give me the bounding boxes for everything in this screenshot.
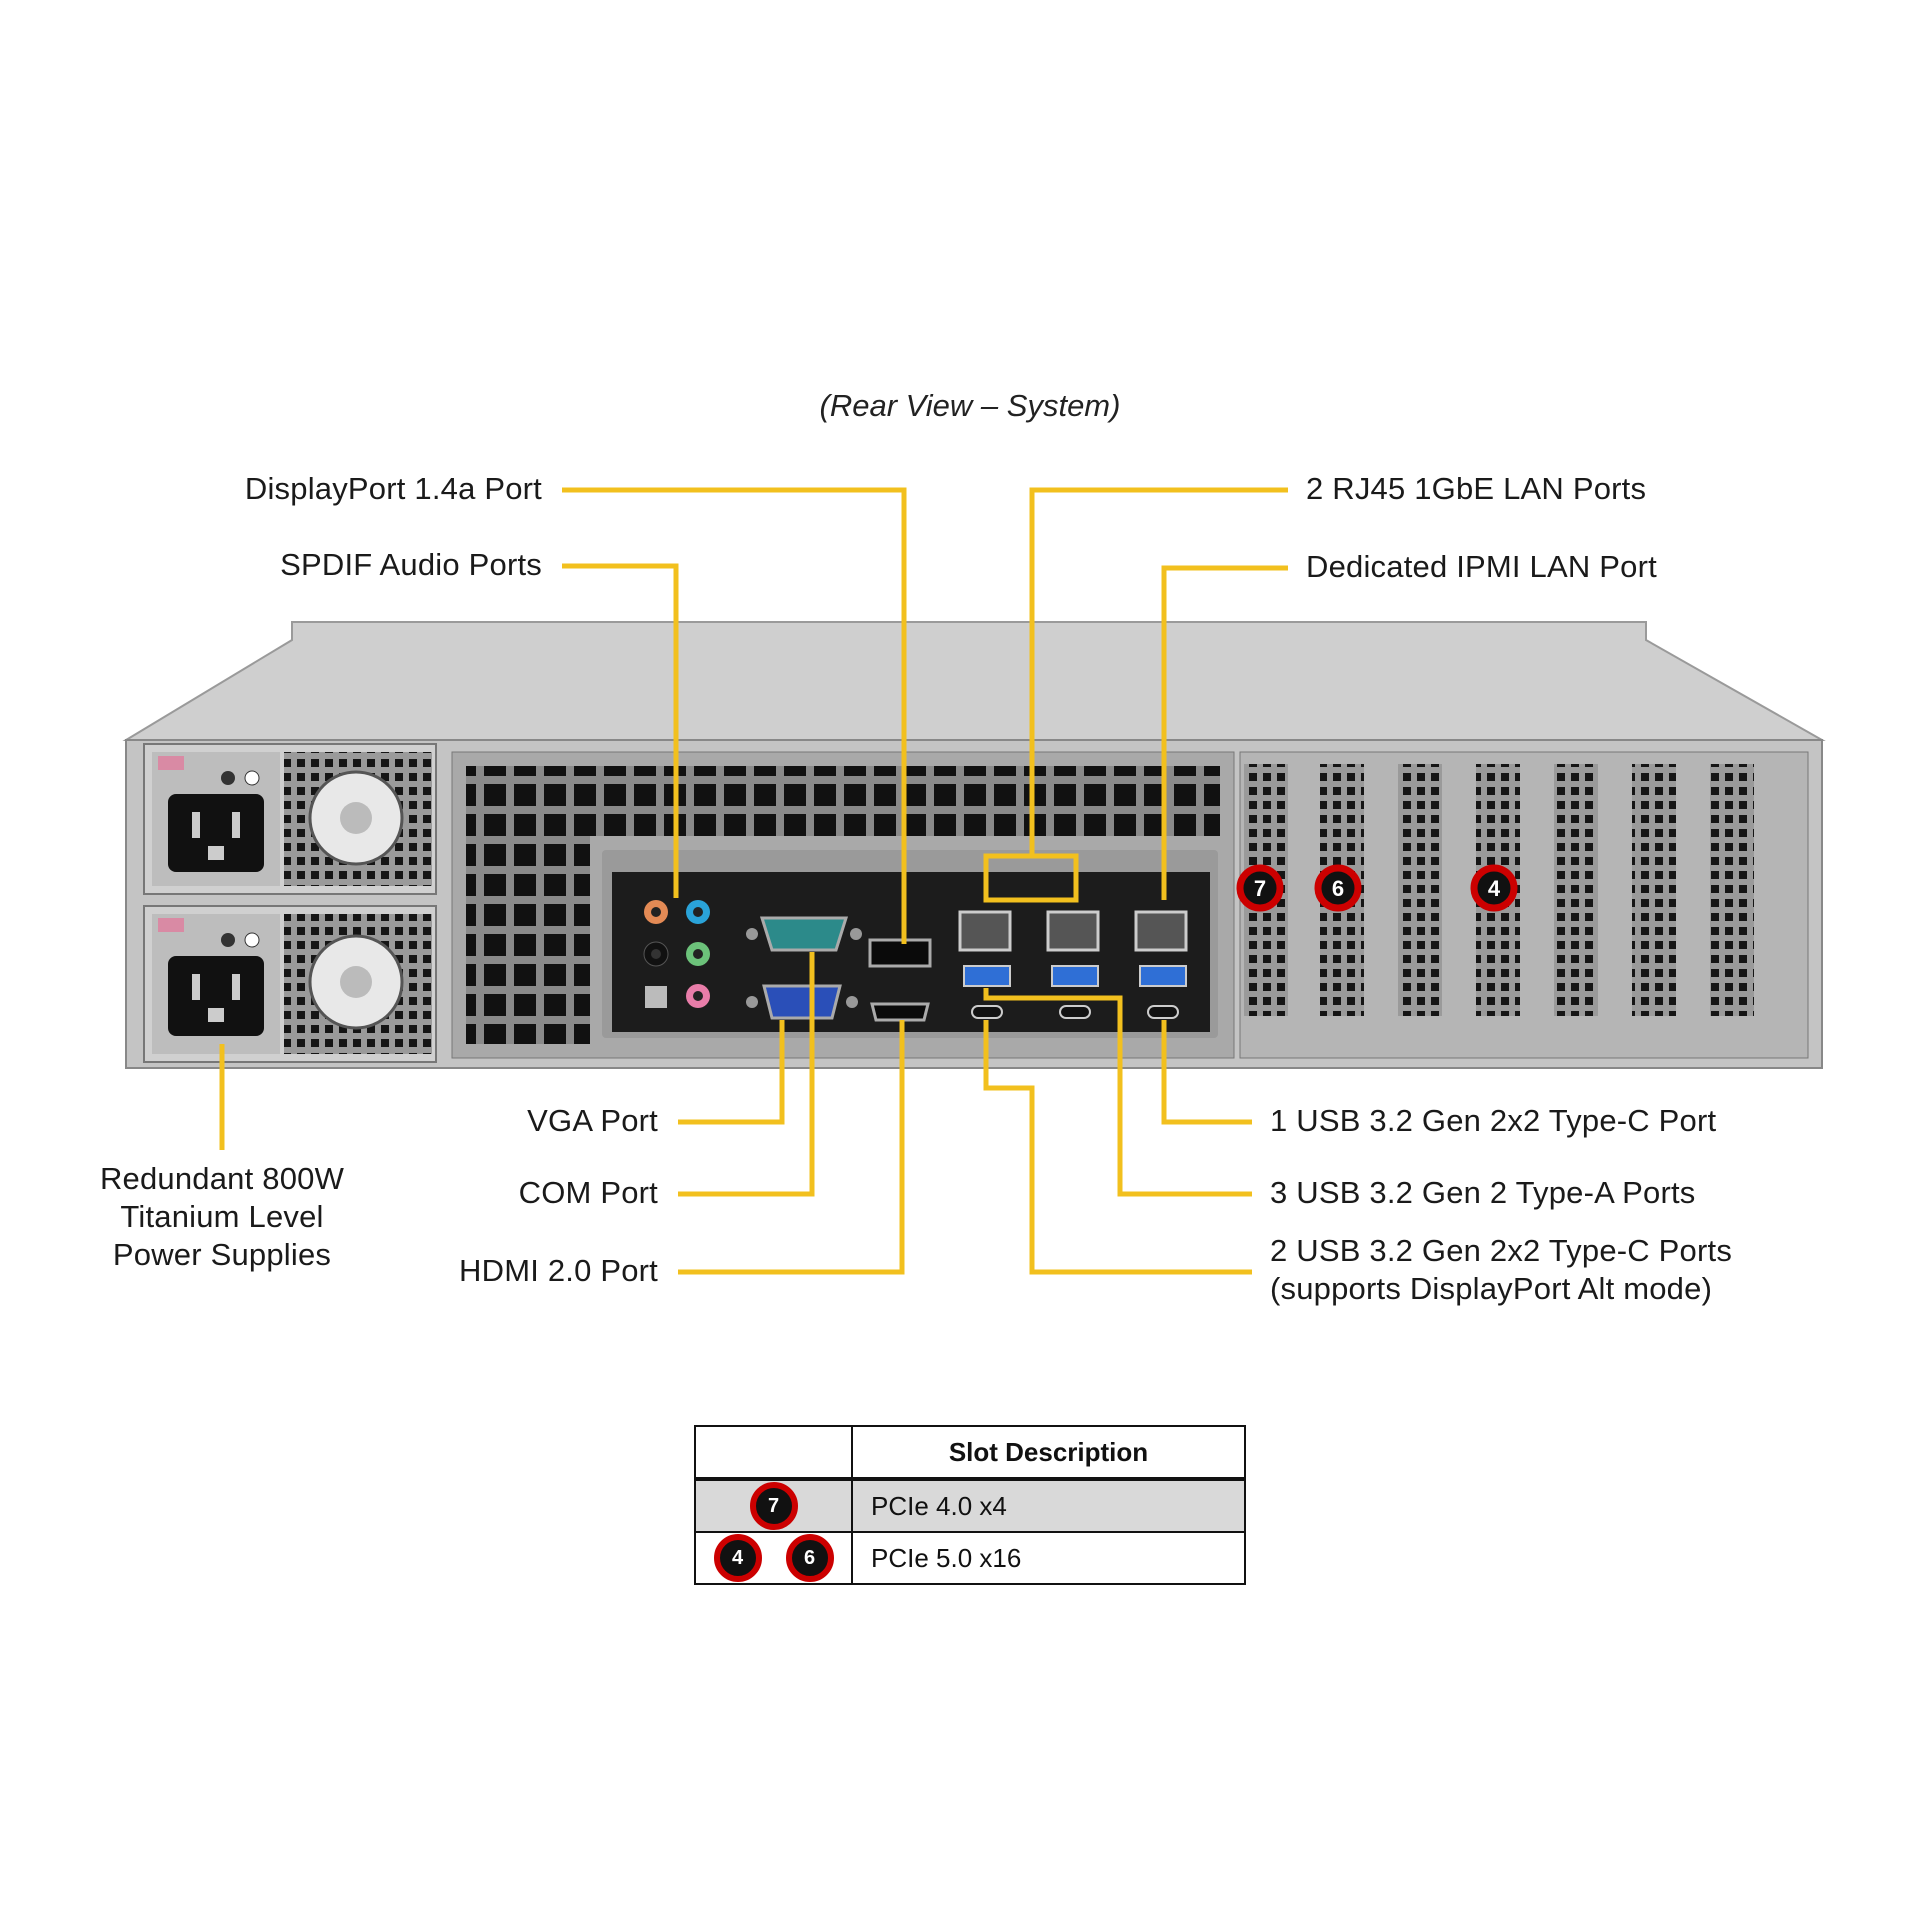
- usb-c-ports: [971, 1005, 1179, 1019]
- leader-vga: [678, 1020, 785, 1125]
- ac-inlet-icon: [168, 794, 264, 872]
- chassis-top: [122, 621, 1826, 741]
- usbc2-label-line-1: 2 USB 3.2 Gen 2x2 Type-C Ports: [1270, 1233, 1733, 1268]
- ipmi-label: Dedicated IPMI LAN Port: [1306, 549, 1657, 584]
- com-label: COM Port: [518, 1175, 658, 1210]
- psu-label-line-2: Titanium Level: [120, 1199, 324, 1234]
- displayport-label: DisplayPort 1.4a Port: [244, 471, 542, 506]
- table-row: 7 PCIe 4.0 x4: [694, 1478, 1246, 1533]
- usbc2-label: 2 USB 3.2 Gen 2x2 Type-C Ports (supports…: [1270, 1232, 1732, 1308]
- vga-label: VGA Port: [527, 1103, 658, 1138]
- leader-com: [678, 952, 815, 1197]
- hdmi-label: HDMI 2.0 Port: [459, 1253, 658, 1288]
- table-header-row: Slot Description: [694, 1425, 1246, 1481]
- leader-hdmi: [678, 1020, 905, 1275]
- table-header-slot-description: Slot Description: [851, 1425, 1246, 1481]
- slot-description: PCIe 4.0 x4: [851, 1478, 1246, 1533]
- usbc2-label-line-2: (supports DisplayPort Alt mode): [1270, 1271, 1713, 1306]
- table-header-blank: [694, 1425, 853, 1481]
- slot-badge-7: 7: [749, 1482, 798, 1530]
- slot-badges: 7: [694, 1478, 853, 1533]
- usba-label: 3 USB 3.2 Gen 2 Type-A Ports: [1270, 1175, 1696, 1210]
- rj45-label: 2 RJ45 1GbE LAN Ports: [1306, 471, 1647, 506]
- slot-badge-6: 6: [785, 1534, 834, 1582]
- usb-a-ports: [963, 965, 1187, 987]
- leader-usbc2: [983, 1020, 1252, 1275]
- hdmi-port: [870, 1002, 930, 1022]
- slot-marker-6: [1314, 864, 1362, 912]
- leader-spdif: [562, 563, 679, 898]
- psu-label-line-3: Power Supplies: [112, 1237, 332, 1272]
- rj45-ports: [958, 910, 1188, 952]
- leader-displayport: [562, 487, 907, 944]
- leader-usba: [983, 988, 1252, 1197]
- power-supply-2: [143, 905, 437, 1063]
- vga-port: [746, 984, 858, 1020]
- slot-badge-4: 4: [713, 1534, 762, 1582]
- spdif-label: SPDIF Audio Ports: [280, 547, 542, 582]
- ac-inlet-icon: [168, 956, 264, 1036]
- psu-label: Redundant 800W Titanium Level Power Supp…: [72, 1160, 372, 1274]
- callout-lines: [219, 487, 1288, 1275]
- slot-marker-4: [1470, 864, 1518, 912]
- slot-marker-6-label: 6: [1332, 876, 1344, 901]
- displayport-port: [868, 938, 932, 968]
- audio-jacks: [643, 900, 710, 1008]
- psu-label-line-1: Redundant 800W: [99, 1161, 345, 1196]
- spdif-optical-port: [645, 986, 667, 1008]
- power-supply-1: [143, 743, 437, 895]
- leader-ipmi: [1161, 565, 1288, 900]
- com-port: [746, 916, 862, 952]
- leader-usbc1: [1161, 1020, 1252, 1125]
- slot-marker-7-label: 7: [1254, 876, 1266, 901]
- slot-marker-4-label: 4: [1488, 876, 1501, 901]
- leader-rj45: [983, 487, 1288, 903]
- ipmi-lan-port: [1134, 910, 1188, 952]
- slot-marker-7: [1236, 864, 1284, 912]
- diagram-title: (Rear View – System): [819, 388, 1121, 423]
- usbc1-label: 1 USB 3.2 Gen 2x2 Type-C Port: [1270, 1103, 1717, 1138]
- slot-description: PCIe 5.0 x16: [851, 1531, 1246, 1585]
